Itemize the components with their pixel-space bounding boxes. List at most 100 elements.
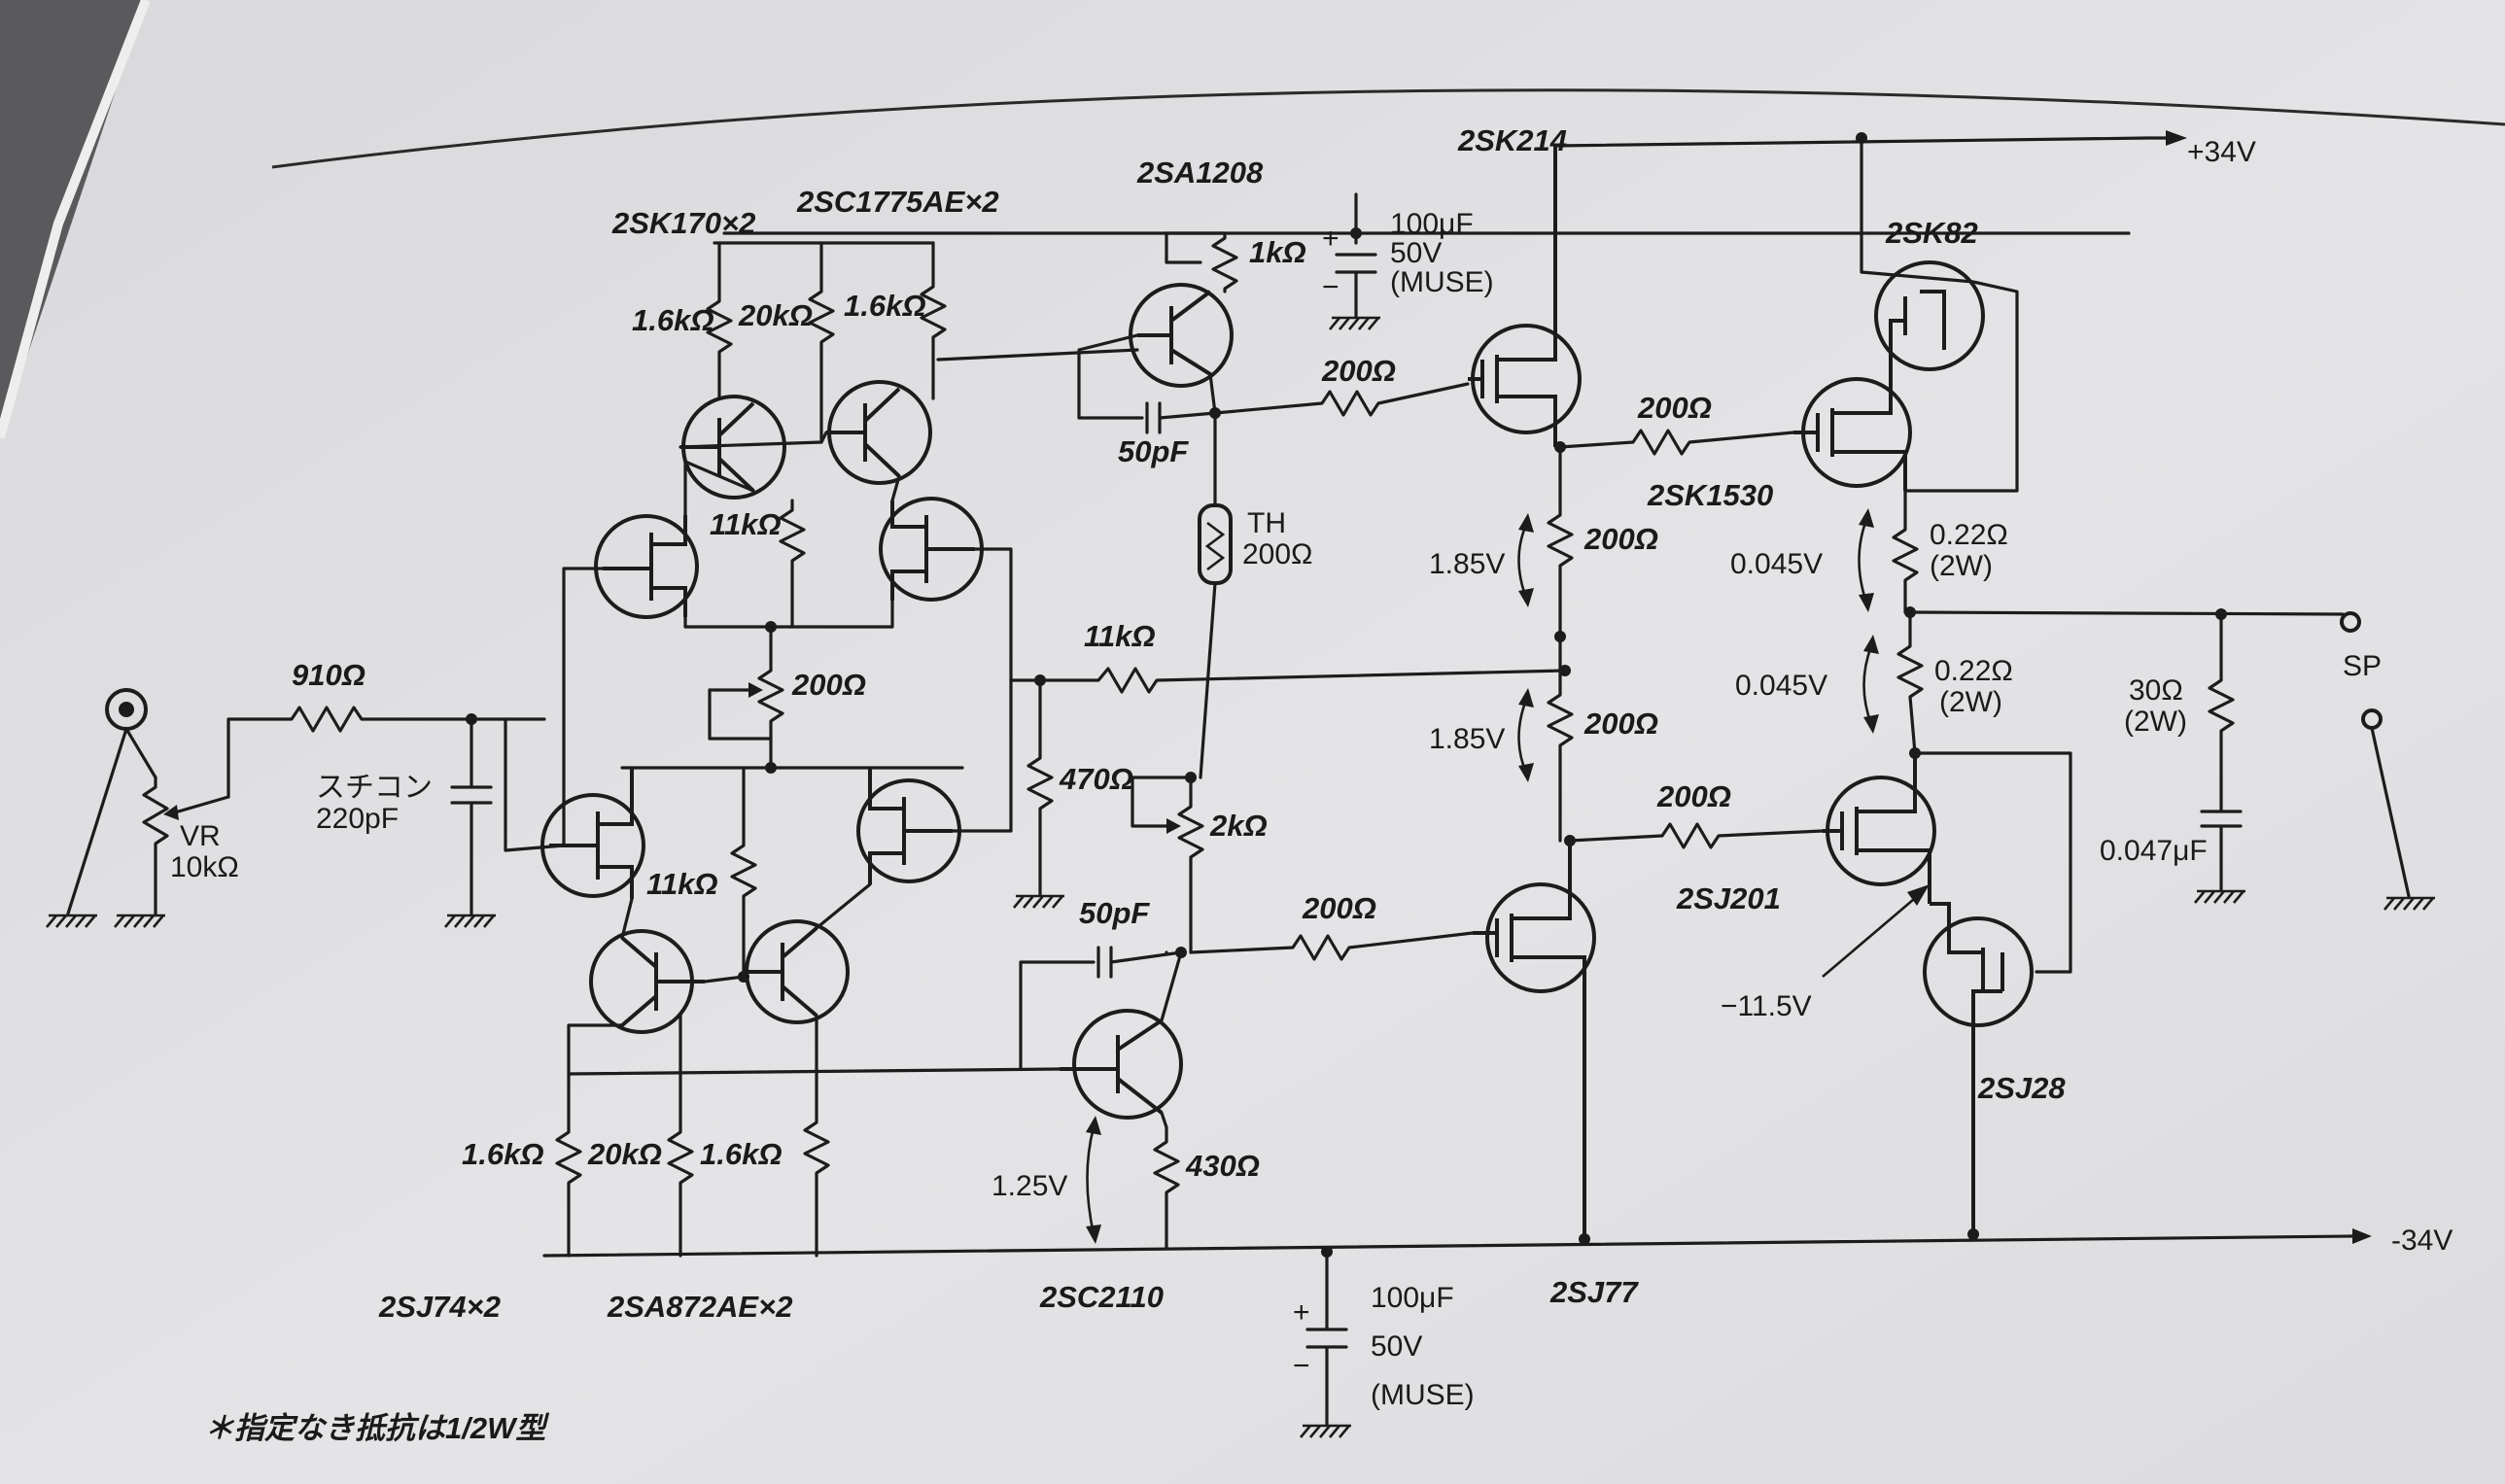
- res-430-label: 430Ω: [1185, 1149, 1260, 1183]
- jfet-2sk170-left: [594, 514, 699, 619]
- negative-rail-label: -34V: [2391, 1225, 2453, 1257]
- cap-top-val: 100μF: [1390, 208, 1474, 240]
- res-fb-11k-label: 11kΩ: [1084, 619, 1156, 653]
- resistor-11k-bottom: 11kΩ: [646, 766, 757, 979]
- cap-bot-v: 50V: [1371, 1330, 1422, 1363]
- page-edge: [0, 0, 151, 439]
- v-0045-bot-label: 0.045V: [1735, 670, 1827, 702]
- res-s-top-label: 200Ω: [1583, 522, 1658, 556]
- trimmer-2k: 2kΩ: [1131, 772, 1268, 954]
- v-0045-top-label: 0.045V: [1730, 548, 1823, 580]
- res-470-label: 470Ω: [1059, 762, 1133, 796]
- label-2sk170: 2SK170×2: [611, 206, 755, 240]
- res-bot-1k6-right: 1.6kΩ: [700, 1137, 783, 1171]
- res-022-top-label: 0.22Ω: [1930, 519, 2008, 551]
- wire-jl-d: [683, 460, 755, 517]
- bottom-load-resistors: 1.6kΩ 20kΩ 1.6kΩ: [462, 1014, 830, 1258]
- label-2sc1775: 2SC1775AE×2: [796, 185, 999, 219]
- label-2sk1530: 2SK1530: [1647, 478, 1773, 512]
- label-2sc2110: 2SC2110: [1039, 1280, 1164, 1314]
- cap-zobel-label: 0.047μF: [2100, 835, 2208, 867]
- label-2sj74: 2SJ74×2: [378, 1290, 501, 1324]
- minus-sign-top: −: [1322, 271, 1339, 303]
- res-bot-20k: 20kΩ: [587, 1137, 662, 1171]
- voltage-arrow-0045-top: 0.045V: [1730, 508, 1874, 612]
- v-185-bot-label: 1.85V: [1429, 723, 1505, 755]
- thermistor-th: TH 200Ω: [1198, 503, 1312, 585]
- cap-bot-val: 100μF: [1371, 1282, 1454, 1314]
- trimmer-200-center: 200Ω: [708, 625, 866, 770]
- capacitor-50pf-top: 50pF: [1118, 401, 1217, 468]
- resistor-200-gate-2sj201: 200Ω: [1568, 779, 1825, 849]
- resistor-022-bottom: 0.22Ω (2W): [1896, 610, 2013, 755]
- label-2sk214: 2SK214: [1457, 123, 1567, 157]
- resistor-910-label: 910Ω: [292, 658, 365, 692]
- resistor-022-top: 0.22Ω (2W): [1892, 489, 2008, 614]
- minus-sign-bot: −: [1293, 1350, 1310, 1382]
- wire-jr-d: [890, 474, 901, 502]
- wire-source-top: [683, 599, 894, 629]
- resistor-910: 910Ω: [270, 658, 546, 733]
- res-30-w: (2W): [2124, 706, 2187, 738]
- res-022-top-w: (2W): [1930, 550, 1993, 582]
- wire-50pf-top-l: [1077, 333, 1139, 420]
- res-g-top-label: 200Ω: [1321, 354, 1396, 388]
- wire-pnp-l: [620, 897, 634, 940]
- label-2sj77: 2SJ77: [1549, 1275, 1639, 1309]
- cap-top-v: 50V: [1390, 237, 1442, 269]
- resistor-1k: 1kΩ: [1165, 231, 1306, 293]
- voltage-arrow-0045-bot: 0.045V: [1735, 635, 1879, 734]
- capacitor-100uf-top: + − 100μF 50V (MUSE): [1322, 192, 1494, 330]
- label-2sa1208: 2SA1208: [1136, 155, 1264, 190]
- jfet-2sj74-left: [540, 768, 645, 899]
- resistor-200-source-top: 200Ω: [1547, 445, 1658, 638]
- res-g-bot-label: 200Ω: [1302, 891, 1376, 925]
- negative-rail: -34V: [542, 1225, 2453, 1258]
- res-top-1k6-left: 1.6kΩ: [632, 303, 714, 337]
- resistor-430: 430Ω: [1153, 1111, 1260, 1251]
- res-g-out-bot-label: 200Ω: [1656, 779, 1731, 813]
- label-2sj201: 2SJ201: [1676, 881, 1781, 915]
- cap-220pf-label: 220pF: [316, 803, 399, 835]
- volume-pot-vr: VR 10kΩ: [142, 717, 274, 915]
- th-tag: TH: [1247, 507, 1286, 539]
- res-30-label: 30Ω: [2129, 674, 2183, 707]
- res-022-bot-w: (2W): [1939, 686, 2002, 718]
- vr-tag: VR: [180, 820, 221, 852]
- resistor-200-gate-2sk1530: 200Ω: [1558, 391, 1795, 456]
- positive-rail-label: +34V: [2187, 136, 2256, 168]
- resistor-200-gate-2sj77: 200Ω: [1165, 891, 1475, 961]
- resistor-200-gate-2sk214: 200Ω: [1213, 354, 1470, 417]
- plus-sign-bot: +: [1293, 1296, 1310, 1329]
- input-jack: [66, 688, 157, 915]
- cap-styrol-tag: スチコン: [316, 772, 433, 804]
- wire-cc-base: [678, 431, 828, 449]
- transistor-2sa872-left: [589, 929, 705, 1034]
- cap-bot-type: (MUSE): [1371, 1379, 1475, 1411]
- top-load-resistors: 1.6kΩ 20kΩ 1.6kΩ: [632, 241, 947, 444]
- transistor-2sc1775-right: [826, 380, 932, 485]
- feedback-network: 11kΩ 470Ω: [1009, 619, 1567, 909]
- res-11k-bot-label: 11kΩ: [646, 867, 718, 901]
- voltage-arrow-125: 1.25V: [992, 1116, 1101, 1244]
- wire-jbr-gate: [951, 678, 1013, 833]
- mosfet-2sj201: [1823, 751, 2072, 974]
- label-2sa872: 2SA872AE×2: [607, 1290, 792, 1324]
- res-s-bot-label: 200Ω: [1583, 707, 1658, 741]
- mosfet-2sk1530: [1793, 350, 1912, 491]
- mosfet-2sj77: [1473, 841, 1596, 1239]
- transistor-2sc2110: [1060, 950, 1183, 1120]
- resistor-11k-top: 11kΩ: [710, 499, 806, 629]
- trimmer-200-label: 200Ω: [791, 668, 866, 702]
- voltage-arrow-185-top: 1.85V: [1429, 513, 1534, 607]
- capacitor-100uf-bottom: + − 100μF 50V (MUSE): [1293, 1246, 1475, 1438]
- wire-th-2k: [1199, 581, 1217, 779]
- res-top-1k6-right: 1.6kΩ: [844, 289, 926, 323]
- wire-output: [1908, 610, 2345, 616]
- res-top-20k: 20kΩ: [738, 298, 813, 332]
- v-185-top-label: 1.85V: [1429, 548, 1505, 580]
- resistor-200-source-bot: 200Ω: [1547, 669, 1658, 843]
- th-value: 200Ω: [1242, 538, 1312, 570]
- label-2sk82: 2SK82: [1885, 216, 1978, 250]
